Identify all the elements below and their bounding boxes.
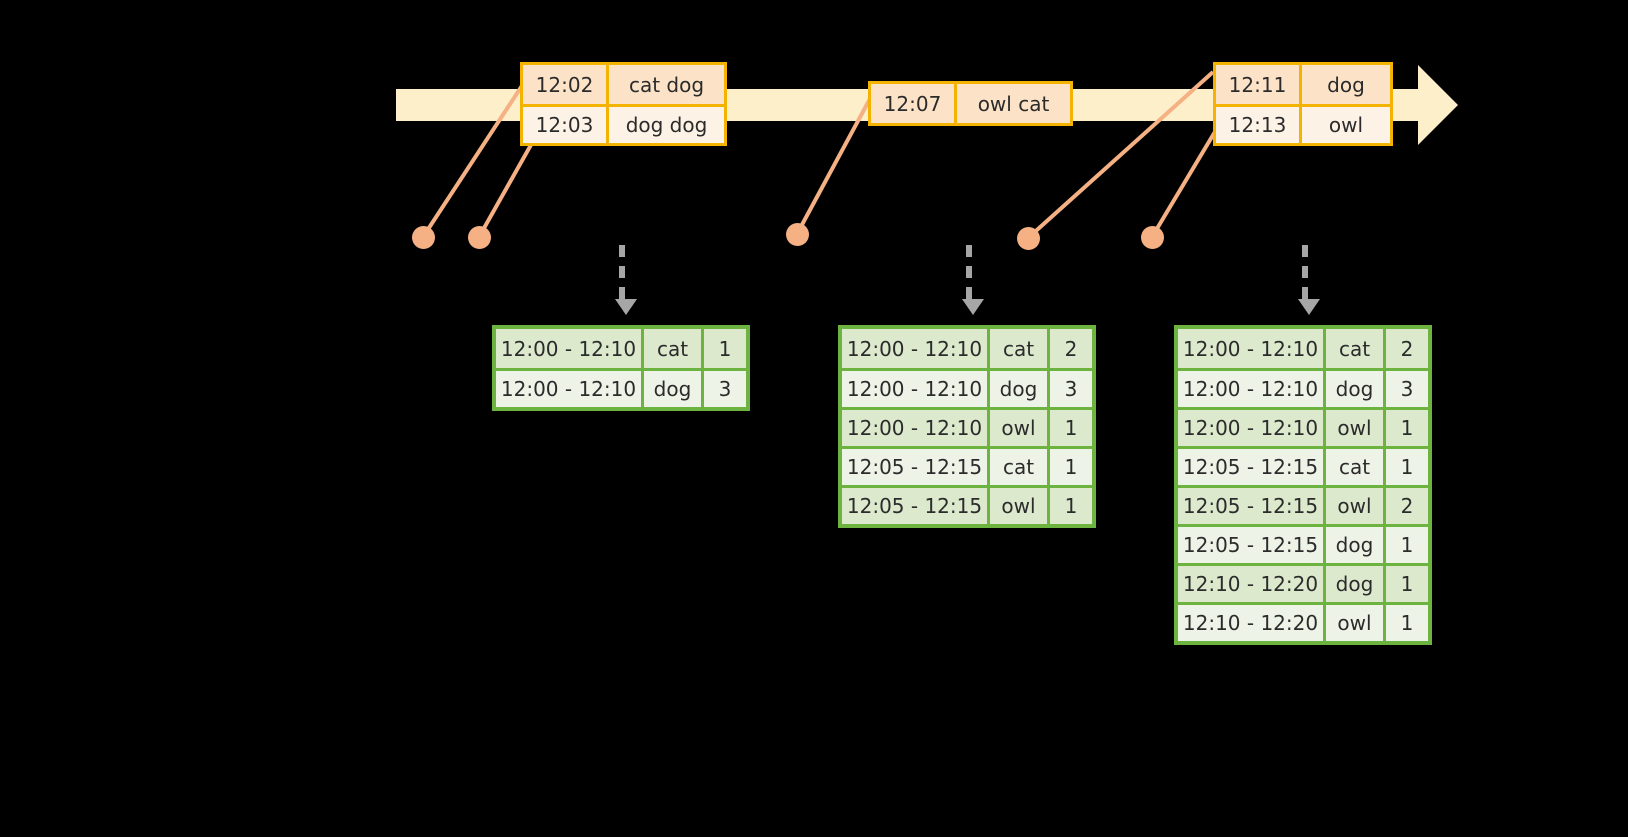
count-cell: 1 (1050, 449, 1092, 485)
key-cell: owl (990, 410, 1050, 446)
key-cell: cat (644, 329, 704, 368)
event-value: dog (1302, 65, 1390, 104)
table-row: 12:00 - 12:10 owl 1 (842, 407, 1092, 446)
count-cell: 1 (704, 329, 746, 368)
timeline-event-row: 12:13 owl (1216, 104, 1390, 143)
key-cell: dog (1326, 527, 1386, 563)
timeline-arrowhead-icon (1418, 65, 1458, 145)
event-value: owl (1302, 107, 1390, 143)
result-table: 12:00 - 12:10 cat 2 12:00 - 12:10 dog 3 … (838, 325, 1096, 528)
table-row: 12:05 - 12:15 owl 1 (842, 485, 1092, 524)
timeline-event-box[interactable]: 12:11 dog 12:13 owl (1213, 62, 1393, 146)
event-time: 12:13 (1216, 107, 1302, 143)
table-row: 12:00 - 12:10 cat 1 (496, 329, 746, 368)
window-cell: 12:00 - 12:10 (496, 371, 644, 407)
table-row: 12:00 - 12:10 dog 3 (1178, 368, 1428, 407)
count-cell: 1 (1386, 566, 1428, 602)
key-cell: dog (1326, 371, 1386, 407)
count-cell: 2 (1050, 329, 1092, 368)
dashed-down-arrow-icon (962, 245, 984, 315)
event-time: 12:03 (523, 107, 609, 143)
timeline-event-row: 12:07 owl cat (871, 84, 1070, 123)
key-cell: dog (644, 371, 704, 407)
timeline-event-row: 12:02 cat dog (523, 65, 724, 104)
connector-dot (468, 226, 491, 249)
table-row: 12:05 - 12:15 cat 1 (1178, 446, 1428, 485)
key-cell: owl (1326, 605, 1386, 641)
table-row: 12:10 - 12:20 owl 1 (1178, 602, 1428, 641)
count-cell: 3 (1050, 371, 1092, 407)
key-cell: cat (1326, 329, 1386, 368)
count-cell: 1 (1386, 527, 1428, 563)
key-cell: owl (990, 488, 1050, 524)
window-cell: 12:05 - 12:15 (1178, 527, 1326, 563)
timeline-event-row: 12:03 dog dog (523, 104, 724, 143)
connector-dot (786, 223, 809, 246)
dashed-down-arrow-icon (1298, 245, 1320, 315)
dashed-down-arrow-icon (615, 245, 637, 315)
window-cell: 12:00 - 12:10 (1178, 329, 1326, 368)
key-cell: cat (990, 329, 1050, 368)
count-cell: 1 (1050, 410, 1092, 446)
window-cell: 12:00 - 12:10 (842, 371, 990, 407)
timeline-event-row: 12:11 dog (1216, 65, 1390, 104)
table-row: 12:00 - 12:10 cat 2 (1178, 329, 1428, 368)
window-cell: 12:05 - 12:15 (1178, 449, 1326, 485)
table-row: 12:05 - 12:15 dog 1 (1178, 524, 1428, 563)
window-cell: 12:00 - 12:10 (1178, 410, 1326, 446)
count-cell: 3 (1386, 371, 1428, 407)
window-cell: 12:05 - 12:15 (842, 449, 990, 485)
table-row: 12:10 - 12:20 dog 1 (1178, 563, 1428, 602)
table-row: 12:00 - 12:10 owl 1 (1178, 407, 1428, 446)
key-cell: cat (1326, 449, 1386, 485)
event-value: owl cat (957, 84, 1070, 123)
table-row: 12:05 - 12:15 owl 2 (1178, 485, 1428, 524)
result-table: 12:00 - 12:10 cat 1 12:00 - 12:10 dog 3 (492, 325, 750, 411)
result-table: 12:00 - 12:10 cat 2 12:00 - 12:10 dog 3 … (1174, 325, 1432, 645)
window-cell: 12:05 - 12:15 (1178, 488, 1326, 524)
window-cell: 12:05 - 12:15 (842, 488, 990, 524)
window-cell: 12:00 - 12:10 (842, 329, 990, 368)
event-value: dog dog (609, 107, 724, 143)
event-time: 12:02 (523, 65, 609, 104)
count-cell: 2 (1386, 329, 1428, 368)
count-cell: 1 (1386, 605, 1428, 641)
key-cell: owl (1326, 410, 1386, 446)
key-cell: dog (1326, 566, 1386, 602)
event-time: 12:07 (871, 84, 957, 123)
connector-dot (1141, 226, 1164, 249)
table-row: 12:05 - 12:15 cat 1 (842, 446, 1092, 485)
table-row: 12:00 - 12:10 dog 3 (842, 368, 1092, 407)
timeline-event-box[interactable]: 12:02 cat dog 12:03 dog dog (520, 62, 727, 146)
key-cell: owl (1326, 488, 1386, 524)
key-cell: dog (990, 371, 1050, 407)
count-cell: 1 (1386, 410, 1428, 446)
count-cell: 1 (1050, 488, 1092, 524)
window-cell: 12:00 - 12:10 (842, 410, 990, 446)
key-cell: cat (990, 449, 1050, 485)
connector-dot (1017, 227, 1040, 250)
table-row: 12:00 - 12:10 dog 3 (496, 368, 746, 407)
window-cell: 12:10 - 12:20 (1178, 566, 1326, 602)
count-cell: 1 (1386, 449, 1428, 485)
window-cell: 12:10 - 12:20 (1178, 605, 1326, 641)
connector-dot (412, 226, 435, 249)
timeline-event-box[interactable]: 12:07 owl cat (868, 81, 1073, 126)
event-time: 12:11 (1216, 65, 1302, 104)
count-cell: 2 (1386, 488, 1428, 524)
event-value: cat dog (609, 65, 724, 104)
table-row: 12:00 - 12:10 cat 2 (842, 329, 1092, 368)
window-cell: 12:00 - 12:10 (496, 329, 644, 368)
count-cell: 3 (704, 371, 746, 407)
window-cell: 12:00 - 12:10 (1178, 371, 1326, 407)
